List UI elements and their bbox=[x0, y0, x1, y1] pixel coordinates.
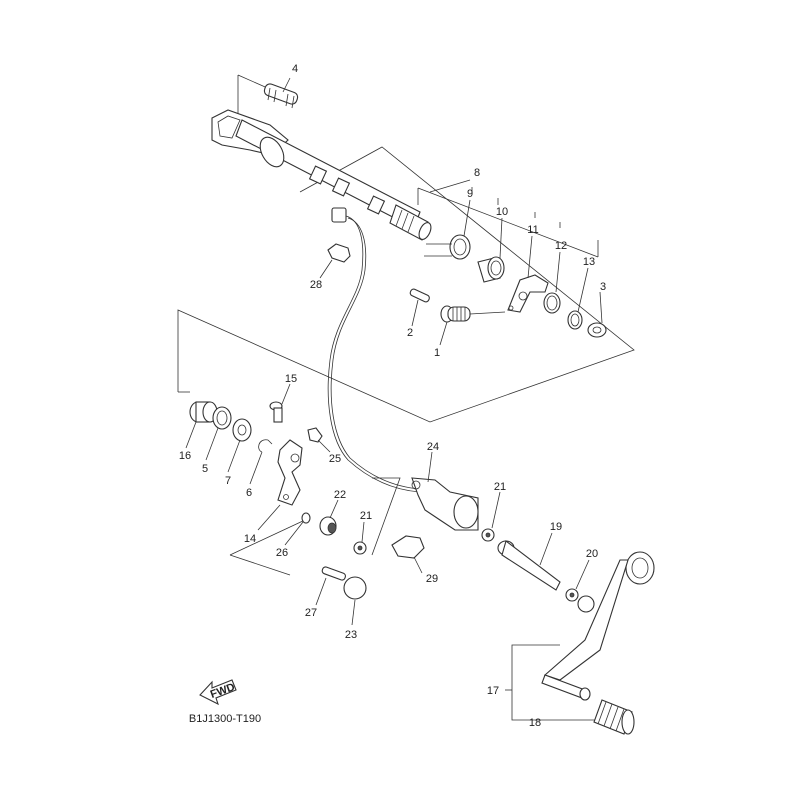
callout-9: 9 bbox=[467, 188, 473, 200]
callout-27: 27 bbox=[305, 607, 317, 619]
part-19-rod bbox=[497, 540, 561, 591]
part-27-bolt bbox=[321, 566, 347, 581]
callout-7: 7 bbox=[225, 475, 231, 487]
callout-14: 14 bbox=[244, 533, 256, 545]
callout-12: 12 bbox=[555, 240, 567, 252]
callout-21-right: 21 bbox=[494, 481, 506, 493]
callout-4: 4 bbox=[292, 63, 298, 75]
part-25-clip bbox=[307, 427, 323, 443]
callout-23: 23 bbox=[345, 629, 357, 641]
callout-22: 22 bbox=[334, 489, 346, 501]
group-outline-pedal bbox=[505, 644, 595, 721]
part-17-pedal bbox=[541, 551, 655, 701]
callout-21-left: 21 bbox=[360, 510, 372, 522]
callout-17: 17 bbox=[487, 685, 499, 697]
forward-arrow-label: FWD bbox=[209, 681, 237, 701]
part-3-washer bbox=[587, 322, 607, 338]
callout-19: 19 bbox=[550, 521, 562, 533]
part-12-washer bbox=[543, 292, 561, 314]
part-21-nut-right bbox=[481, 528, 495, 542]
part-24-sensor bbox=[411, 477, 479, 531]
part-shift-shaft bbox=[211, 109, 432, 241]
group-outline-lower bbox=[229, 477, 401, 576]
callout-25: 25 bbox=[329, 453, 341, 465]
callout-1: 1 bbox=[434, 347, 440, 359]
part-18-rubber bbox=[593, 699, 635, 735]
callout-16: 16 bbox=[179, 450, 191, 462]
part-23-cap bbox=[343, 576, 367, 600]
callout-3: 3 bbox=[600, 281, 606, 293]
callout-15: 15 bbox=[285, 373, 297, 385]
callout-13: 13 bbox=[583, 256, 595, 268]
part-20-nut bbox=[565, 588, 579, 602]
callout-8: 8 bbox=[474, 167, 480, 179]
part-5-seal bbox=[212, 406, 232, 430]
group-outline-8 bbox=[417, 187, 599, 258]
part-14-arm bbox=[277, 439, 303, 506]
callout-24: 24 bbox=[427, 441, 439, 453]
part-4-stud bbox=[263, 83, 299, 109]
part-sensor-cable bbox=[327, 207, 421, 493]
callout-11: 11 bbox=[527, 224, 538, 236]
part-10-collar bbox=[477, 256, 505, 283]
forward-arrow-icon: FWD bbox=[199, 679, 237, 706]
callout-6: 6 bbox=[246, 487, 252, 499]
callout-29: 29 bbox=[426, 573, 438, 585]
part-21-nut-left bbox=[353, 541, 367, 555]
part-15-bolt bbox=[269, 401, 283, 423]
callout-18: 18 bbox=[529, 717, 541, 729]
part-6-circlip bbox=[258, 439, 273, 453]
leader-lines bbox=[185, 77, 603, 626]
callout-28: 28 bbox=[310, 279, 322, 291]
part-1-spring bbox=[440, 305, 506, 323]
callout-26: 26 bbox=[276, 547, 288, 559]
part-26-washer bbox=[301, 512, 311, 524]
diagram-code: B1J1300-T190 bbox=[189, 713, 261, 725]
part-28-clamp bbox=[327, 243, 351, 263]
callout-labels: 1 2 3 4 5 6 7 8 9 10 11 12 13 14 15 16 1… bbox=[179, 63, 606, 729]
callout-20: 20 bbox=[586, 548, 598, 560]
part-13-circlip bbox=[567, 310, 583, 330]
part-2-bolt bbox=[409, 288, 430, 303]
callout-10: 10 bbox=[496, 206, 508, 218]
part-16-bearing bbox=[189, 401, 218, 423]
part-9-spring bbox=[424, 234, 471, 260]
part-7-washer bbox=[232, 418, 252, 442]
callout-2: 2 bbox=[407, 327, 413, 339]
callout-5: 5 bbox=[202, 463, 208, 475]
part-29-holder bbox=[391, 535, 425, 559]
part-11-lever bbox=[507, 274, 549, 313]
part-22-roller bbox=[319, 516, 337, 536]
